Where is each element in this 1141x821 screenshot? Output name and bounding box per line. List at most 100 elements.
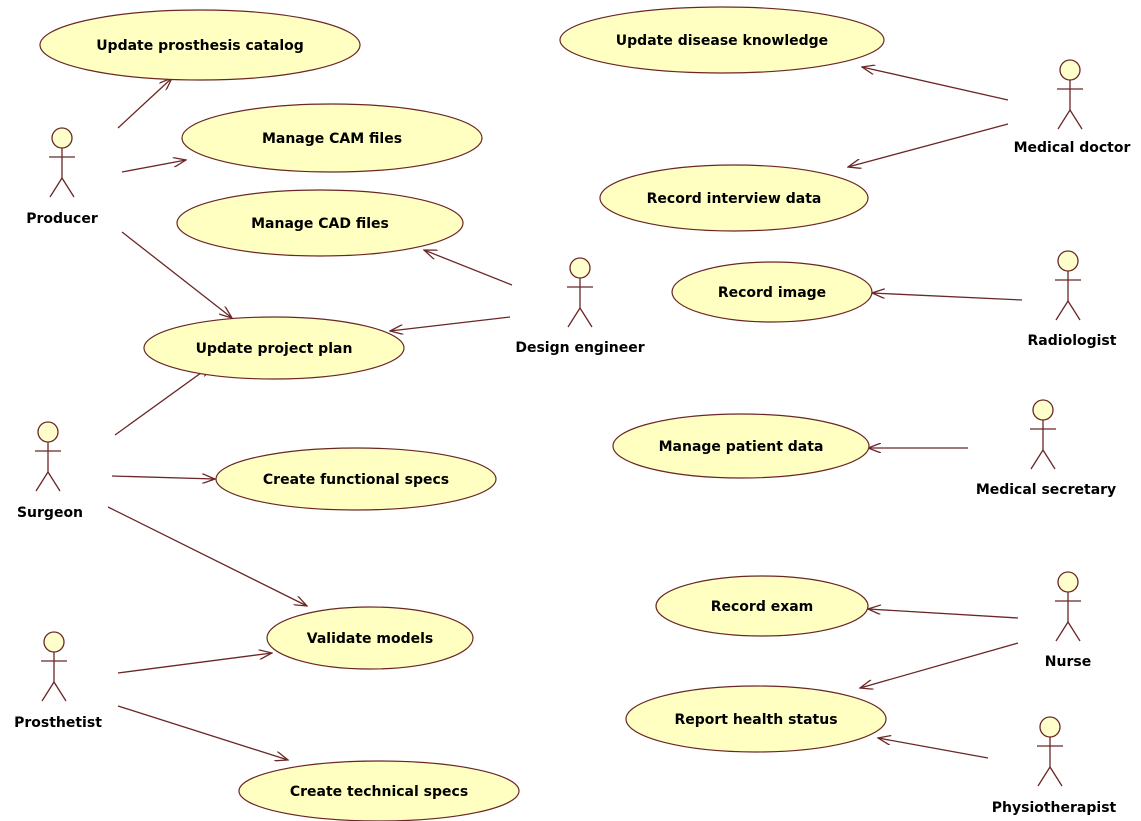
use-case-label: Record interview data — [647, 191, 822, 207]
assoc-producer-update-project-plan — [121, 231, 232, 318]
use-case-update-project-plan[interactable]: Update project plan — [143, 316, 405, 380]
actor-leg-right — [1049, 766, 1063, 787]
use-case-ellipse — [181, 103, 483, 173]
use-case-ellipse — [176, 189, 464, 257]
use-case-label: Update prosthesis catalog — [96, 38, 304, 54]
actor-producer[interactable]: Producer — [26, 127, 98, 227]
actor-leg-left — [1030, 449, 1044, 470]
use-case-ellipse — [612, 413, 870, 479]
assoc-prosthetist-validate-models — [117, 653, 272, 674]
assoc-surgeon-create-functional-specs — [111, 476, 215, 479]
actor-leg-right — [53, 681, 67, 702]
actor-nurse[interactable]: Nurse — [1045, 571, 1091, 670]
actor-label: Physiotherapist — [992, 800, 1117, 816]
actor-head-icon — [37, 421, 59, 443]
use-case-ellipse — [671, 261, 873, 323]
assoc-nurse-record-exam — [868, 609, 1019, 619]
use-case-label: Record image — [718, 285, 826, 301]
use-case-record-exam[interactable]: Record exam — [655, 575, 869, 637]
assoc-medical-doctor-update-disease-knowledge — [862, 67, 1009, 101]
use-case-label: Update project plan — [196, 341, 353, 357]
use-case-ellipse — [266, 606, 474, 670]
actor-label: Prosthetist — [14, 715, 102, 731]
assoc-medical-doctor-record-interview-data — [848, 123, 1009, 167]
actor-leg-right — [1067, 300, 1081, 321]
actor-label: Medical secretary — [976, 482, 1116, 498]
actor-leg-right — [61, 177, 75, 198]
assoc-producer-update-prosthesis-catalog — [117, 78, 172, 129]
actor-head-icon — [1059, 59, 1081, 81]
use-case-label: Validate models — [307, 631, 434, 647]
use-case-label: Create functional specs — [263, 472, 449, 488]
use-case-label: Create technical specs — [290, 784, 468, 800]
use-case-ellipse — [143, 316, 405, 380]
actor-leg-right — [1042, 449, 1056, 470]
use-case-label: Update disease knowledge — [616, 33, 828, 49]
actor-leg-left — [49, 177, 63, 198]
assoc-physiotherapist-report-health-status — [878, 738, 989, 759]
assoc-producer-manage-cam-files — [121, 160, 186, 173]
actor-design-engineer[interactable]: Design engineer — [515, 257, 645, 356]
actor-label: Nurse — [1045, 654, 1091, 670]
use-case-label: Manage patient data — [659, 439, 824, 455]
use-case-manage-patient-data[interactable]: Manage patient data — [612, 413, 870, 479]
actor-leg-left — [1057, 109, 1071, 130]
assoc-surgeon-update-project-plan — [114, 365, 212, 436]
actor-leg-right — [1069, 109, 1083, 130]
use-case-ellipse — [215, 447, 497, 511]
actor-label: Radiologist — [1028, 333, 1117, 349]
assoc-radiologist-record-image — [872, 293, 1023, 301]
actor-leg-left — [1037, 766, 1051, 787]
assoc-design-engineer-manage-cad-files — [424, 250, 513, 286]
actor-medical-secretary[interactable]: Medical secretary — [976, 399, 1116, 498]
actor-radiologist[interactable]: Radiologist — [1028, 250, 1117, 349]
use-case-ellipse — [238, 760, 520, 821]
actor-surgeon[interactable]: Surgeon — [17, 421, 83, 521]
actor-leg-right — [579, 307, 593, 328]
use-case-label: Report health status — [674, 712, 837, 728]
actor-head-icon — [1032, 399, 1054, 421]
use-case-manage-cam-files[interactable]: Manage CAM files — [181, 103, 483, 173]
use-case-manage-cad-files[interactable]: Manage CAD files — [176, 189, 464, 257]
use-case-label: Record exam — [711, 599, 814, 615]
assoc-surgeon-validate-models — [107, 506, 307, 606]
use-case-validate-models[interactable]: Validate models — [266, 606, 474, 670]
actor-head-icon — [569, 257, 591, 279]
actor-leg-left — [1055, 300, 1069, 321]
actor-head-icon — [1057, 250, 1079, 272]
actor-medical-doctor[interactable]: Medical doctor — [1014, 59, 1131, 156]
assoc-prosthetist-create-technical-specs — [117, 705, 288, 760]
use-case-label: Manage CAM files — [262, 131, 402, 147]
actor-leg-right — [47, 471, 61, 492]
actor-head-icon — [1039, 716, 1061, 738]
actor-label: Surgeon — [17, 505, 83, 521]
use-case-ellipse — [655, 575, 869, 637]
actor-leg-left — [41, 681, 55, 702]
use-case-create-functional-specs[interactable]: Create functional specs — [215, 447, 497, 511]
actor-label: Producer — [26, 211, 98, 227]
use-case-ellipse — [599, 164, 869, 232]
use-case-create-technical-specs[interactable]: Create technical specs — [238, 760, 520, 821]
actor-head-icon — [1057, 571, 1079, 593]
actor-physiotherapist[interactable]: Physiotherapist — [992, 716, 1117, 816]
actor-label: Design engineer — [515, 340, 644, 356]
associations — [107, 67, 1023, 760]
actor-prosthetist[interactable]: Prosthetist — [14, 631, 102, 731]
use-case-record-interview-data[interactable]: Record interview data — [599, 164, 869, 232]
assoc-nurse-report-health-status — [860, 642, 1019, 688]
actor-leg-left — [567, 307, 581, 328]
actor-head-icon — [43, 631, 65, 653]
actor-label: Medical doctor — [1014, 140, 1131, 156]
use-case-update-disease-knowledge[interactable]: Update disease knowledge — [559, 6, 885, 74]
assoc-design-engineer-update-project-plan — [390, 316, 511, 331]
use-case-update-prosthesis-catalog[interactable]: Update prosthesis catalog — [39, 9, 361, 81]
use-case-ellipse — [559, 6, 885, 74]
use-case-label: Manage CAD files — [251, 216, 389, 232]
actor-leg-right — [1067, 621, 1081, 642]
use-case-record-image[interactable]: Record image — [671, 261, 873, 323]
use-case-ellipse — [625, 685, 887, 753]
actor-leg-left — [35, 471, 49, 492]
use-case-report-health-status[interactable]: Report health status — [625, 685, 887, 753]
actor-head-icon — [51, 127, 73, 149]
